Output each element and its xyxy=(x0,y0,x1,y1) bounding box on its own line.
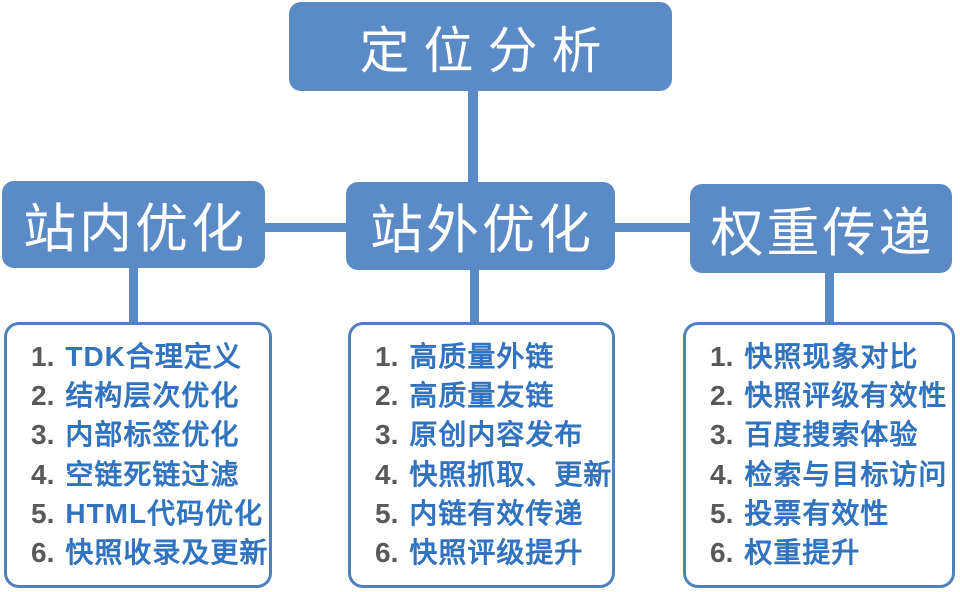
item-number: 6. xyxy=(710,537,734,569)
branch-node-weight: 权重传递 xyxy=(690,184,952,273)
item-text: 快照评级有效性 xyxy=(744,379,948,411)
list-item: 3. 百度搜索体验 xyxy=(710,421,944,449)
item-text: 空链死链过滤 xyxy=(65,458,240,490)
item-text: 百度搜索体验 xyxy=(744,419,919,451)
item-number: 6. xyxy=(31,537,55,569)
item-number: 2. xyxy=(375,379,399,411)
item-text: 投票有效性 xyxy=(744,497,890,529)
item-number: 4. xyxy=(375,458,399,490)
list-item: 5. HTML代码优化 xyxy=(31,497,264,529)
connector-branch-center-to-right xyxy=(613,223,692,232)
item-number: 4. xyxy=(710,458,734,490)
item-text: 结构层次优化 xyxy=(65,379,240,411)
item-text: 原创内容发布 xyxy=(409,419,584,451)
item-number: 3. xyxy=(375,419,399,451)
root-node: 定位分析 xyxy=(289,2,672,91)
connector-branch-center-to-list xyxy=(470,269,479,324)
list-item: 2. 高质量友链 xyxy=(375,379,604,411)
list-item: 2. 结构层次优化 xyxy=(31,379,261,411)
item-number: 1. xyxy=(375,340,399,372)
connector-branch-left-to-list xyxy=(129,267,138,324)
list-item: 4. 检索与目标访问 xyxy=(710,458,948,490)
list-item: 4. 快照抓取、更新 xyxy=(375,458,611,490)
list-item: 6. 权重提升 xyxy=(710,539,944,567)
connector-root-to-branch-center xyxy=(468,91,478,183)
item-number: 4. xyxy=(31,458,55,490)
list-onsite-optimization: 1. TDK合理定义 2. 结构层次优化 3. 内部标签优化 4. 空链死链过滤… xyxy=(4,322,272,588)
item-text: 权重提升 xyxy=(744,537,861,569)
branch-node-offsite-label: 站外优化 xyxy=(370,201,594,260)
item-number: 2. xyxy=(710,379,734,411)
list-item: 3. 原创内容发布 xyxy=(375,421,604,449)
list-item: 5. 内链有效传递 xyxy=(375,497,604,529)
item-text: 内链有效传递 xyxy=(409,497,584,529)
item-number: 5. xyxy=(710,497,734,529)
item-number: 3. xyxy=(31,419,55,451)
item-text: 快照现象对比 xyxy=(744,340,919,372)
connector-branch-right-to-list xyxy=(825,272,834,324)
item-text: 高质量外链 xyxy=(409,340,555,372)
item-number: 1. xyxy=(710,340,734,372)
item-text: 高质量友链 xyxy=(409,379,555,411)
item-text: HTML代码优化 xyxy=(65,497,264,529)
item-number: 5. xyxy=(31,497,55,529)
list-item: 1. TDK合理定义 xyxy=(31,340,261,372)
item-number: 6. xyxy=(375,537,399,569)
item-text: 快照抓取、更新 xyxy=(409,458,613,490)
list-item: 2. 快照评级有效性 xyxy=(710,379,948,411)
list-weight-transfer: 1. 快照现象对比 2. 快照评级有效性 3. 百度搜索体验 4. 检索与目标访… xyxy=(683,322,955,588)
list-item: 6. 快照收录及更新 xyxy=(31,537,267,569)
item-text: 内部标签优化 xyxy=(65,419,240,451)
item-text: 检索与目标访问 xyxy=(744,458,948,490)
list-item: 5. 投票有效性 xyxy=(710,497,944,529)
list-offsite-optimization: 1. 高质量外链 2. 高质量友链 3. 原创内容发布 4. 快照抓取、更新 5… xyxy=(348,322,615,588)
branch-node-offsite: 站外优化 xyxy=(346,182,615,270)
branch-node-weight-label: 权重传递 xyxy=(710,203,935,263)
item-text: 快照评级提升 xyxy=(409,537,584,569)
connector-branch-center-to-left xyxy=(263,223,348,232)
branch-node-onsite-label: 站内优化 xyxy=(23,199,247,259)
list-item: 1. 快照现象对比 xyxy=(710,340,944,372)
list-item: 4. 空链死链过滤 xyxy=(31,458,261,490)
item-text: TDK合理定义 xyxy=(65,340,242,372)
item-number: 5. xyxy=(375,497,399,529)
root-node-label: 定位分析 xyxy=(359,22,616,79)
item-number: 1. xyxy=(31,340,55,372)
list-item: 3. 内部标签优化 xyxy=(31,421,261,449)
branch-node-onsite: 站内优化 xyxy=(2,181,265,268)
item-number: 2. xyxy=(31,379,55,411)
list-item: 6. 快照评级提升 xyxy=(375,539,604,567)
item-text: 快照收录及更新 xyxy=(65,537,269,569)
list-item: 1. 高质量外链 xyxy=(375,340,604,372)
item-number: 3. xyxy=(710,419,734,451)
